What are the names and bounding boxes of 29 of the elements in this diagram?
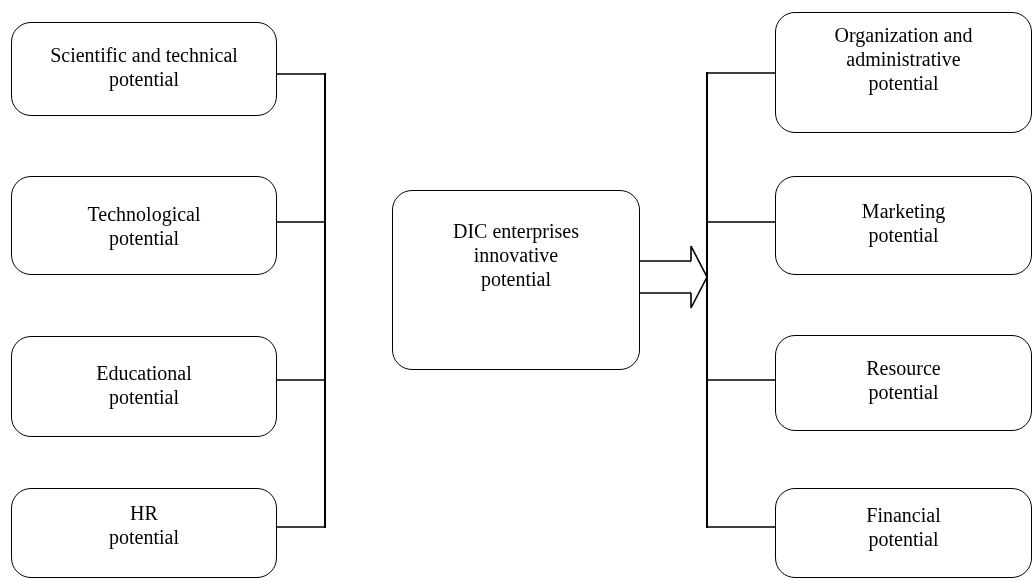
connector-line [707, 379, 776, 381]
box-text: Marketing potential [860, 199, 947, 247]
box-text: Financial potential [865, 503, 942, 551]
connector-line [707, 526, 776, 528]
rounded-box [11, 488, 277, 578]
bracket-line [706, 72, 708, 528]
box-text: Technological potential [86, 202, 202, 250]
hollow-arrow [639, 245, 708, 309]
connector-line [276, 379, 326, 381]
box-text: Organization and administrative potential [833, 23, 974, 95]
connector-line [276, 526, 326, 528]
connector-line [276, 221, 326, 223]
rounded-box [775, 176, 1032, 275]
rounded-box [392, 190, 640, 370]
rounded-box [11, 22, 277, 116]
bracket-line [324, 73, 326, 528]
box-text: Scientific and technical potential [49, 43, 239, 91]
box-text: DIC enterprises innovative potential [451, 219, 581, 291]
rounded-box [11, 336, 277, 437]
box-text: Educational potential [95, 361, 193, 409]
box-text: HR potential [108, 501, 180, 549]
connector-line [707, 72, 776, 74]
connector-line [707, 221, 776, 223]
connector-line [276, 73, 326, 75]
rounded-box [775, 12, 1032, 133]
rounded-box [11, 176, 277, 275]
rounded-box [775, 335, 1032, 431]
rounded-box [775, 488, 1032, 578]
box-text: Resource potential [865, 356, 942, 404]
